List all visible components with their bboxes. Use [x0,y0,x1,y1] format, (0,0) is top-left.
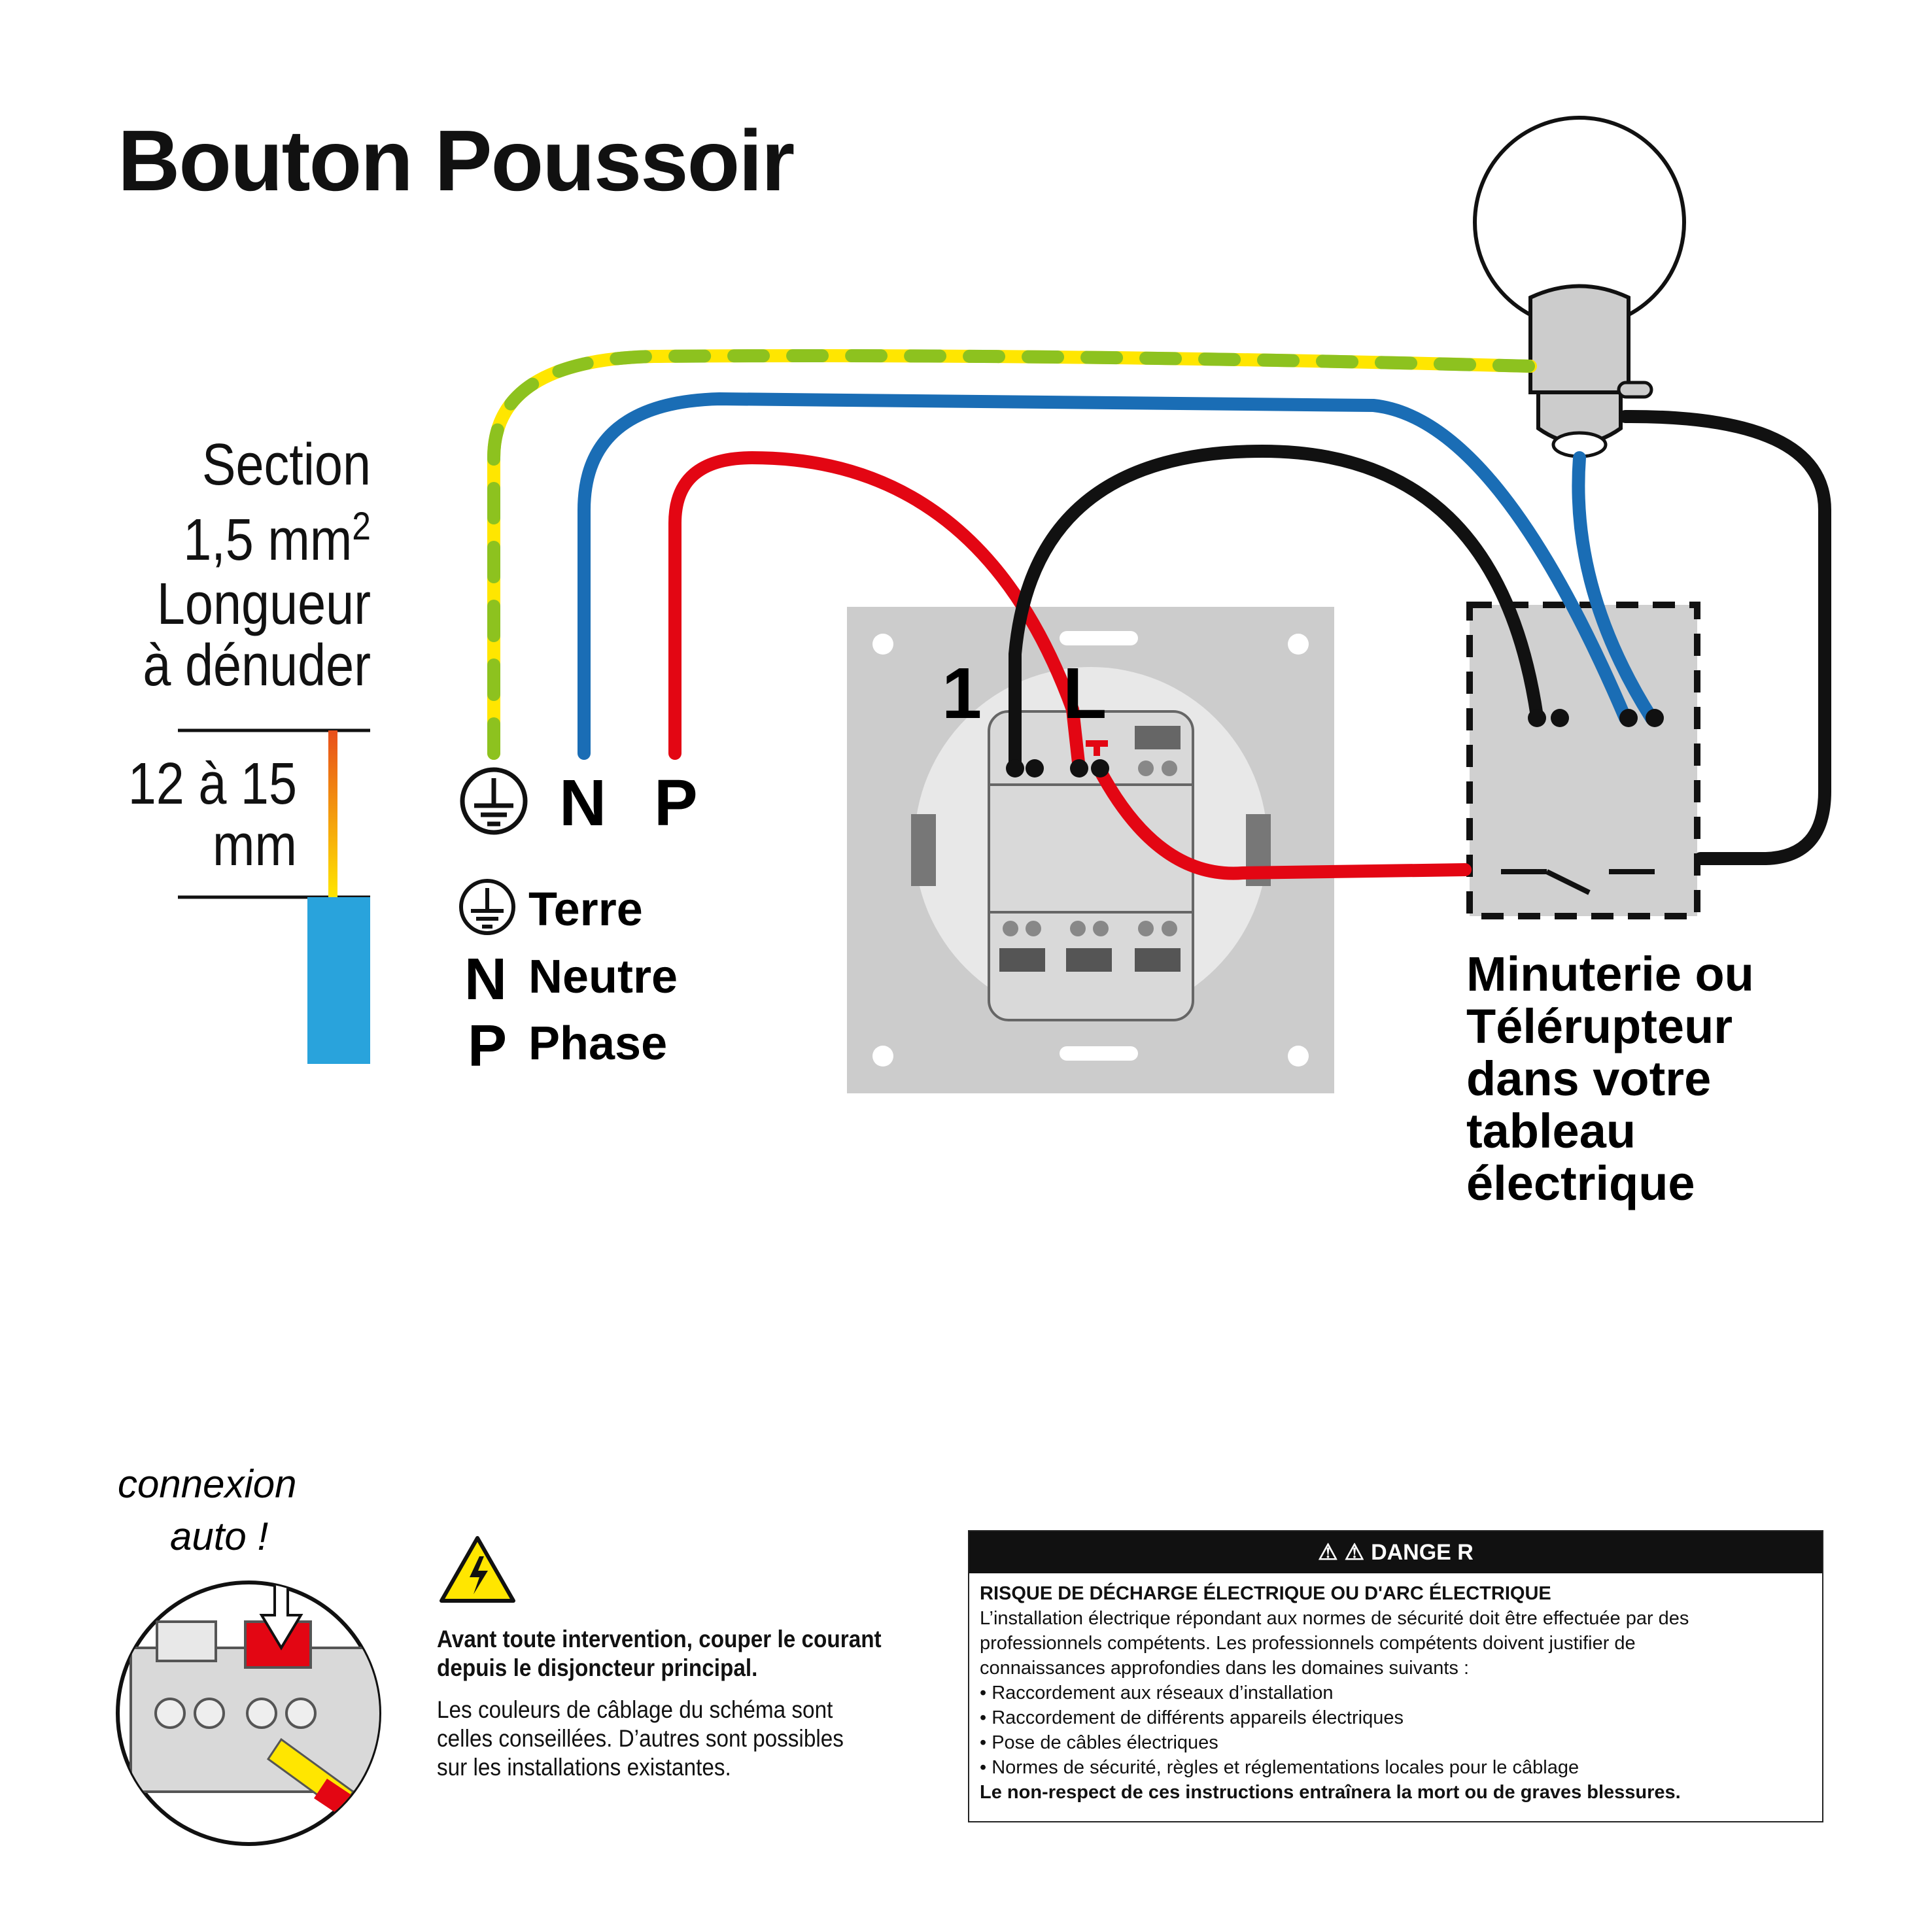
push-button-switch [847,607,1334,1093]
danger-box: ⚠ ⚠ DANGE R RISQUE DE DÉCHARGE ÉLECTRIQU… [968,1530,1823,1822]
page-title: Bouton Poussoir [118,112,795,209]
warning-triangle-icon [440,1536,515,1603]
legend-neutre: Neutre [528,951,678,1003]
earth-symbol [460,767,528,835]
section-info: Section 1,5 mm2 Longueur à dénuder [33,434,371,696]
device-label: Minuterie ou Télérupteur dans votre tabl… [1466,947,1754,1210]
neutral-wire-lamp [1572,451,1658,725]
svg-text:Télérupteur: Télérupteur [1466,999,1733,1053]
danger-body: RISQUE DE DÉCHARGE ÉLECTRIQUE OU D'ARC É… [980,1583,1689,1803]
auto-connection-illustration: connexion auto ! [116,1462,381,1846]
terminal-label-1: 1 [942,653,982,734]
svg-text:Minuterie ou: Minuterie ou [1466,947,1754,1001]
svg-text:dans votre: dans votre [1466,1051,1711,1106]
strip-length-label: Longueur [156,572,371,637]
warning-icon: ⚠ [1344,1540,1365,1565]
strip-length-value: 12 à 15 mm [128,751,297,878]
warning-icon: ⚠ [1318,1540,1338,1565]
strip-gauge [178,728,370,1064]
strip-length-label-2: à dénuder [143,633,371,698]
terminal-n-label: N [559,766,606,840]
terminal-label-l: L [1063,653,1107,734]
timer-box [1466,602,1700,919]
wire-insulation [307,897,370,1064]
svg-text:tableau: tableau [1466,1104,1636,1158]
legend-phase: Phase [528,1017,667,1070]
wires [487,349,1831,880]
legend-terre: Terre [528,883,643,936]
auto-label-1: connexion [118,1462,297,1506]
phase-wire-return [1092,762,1472,880]
legend-p-letter: P [468,1014,507,1079]
warning-text: Avant toute intervention, couper le cour… [437,1626,882,1781]
section-label: Section [201,432,371,498]
danger-header: ⚠ ⚠ DANGE R [969,1531,1822,1573]
lamp-return-wire [1619,409,1831,865]
neutral-wire [578,392,1632,760]
auto-label-2: auto ! [170,1514,268,1558]
legend-n-letter: N [464,947,507,1012]
terminal-p-label: P [654,766,698,840]
svg-text:électrique: électrique [1466,1156,1695,1210]
stripped-copper [328,730,337,897]
section-value: 1,5 mm2 [183,504,371,573]
terminal-dots [1006,709,1664,778]
switch-return-wire [1009,444,1544,775]
lamp [1473,116,1686,458]
legend-earth-icon [459,879,515,935]
